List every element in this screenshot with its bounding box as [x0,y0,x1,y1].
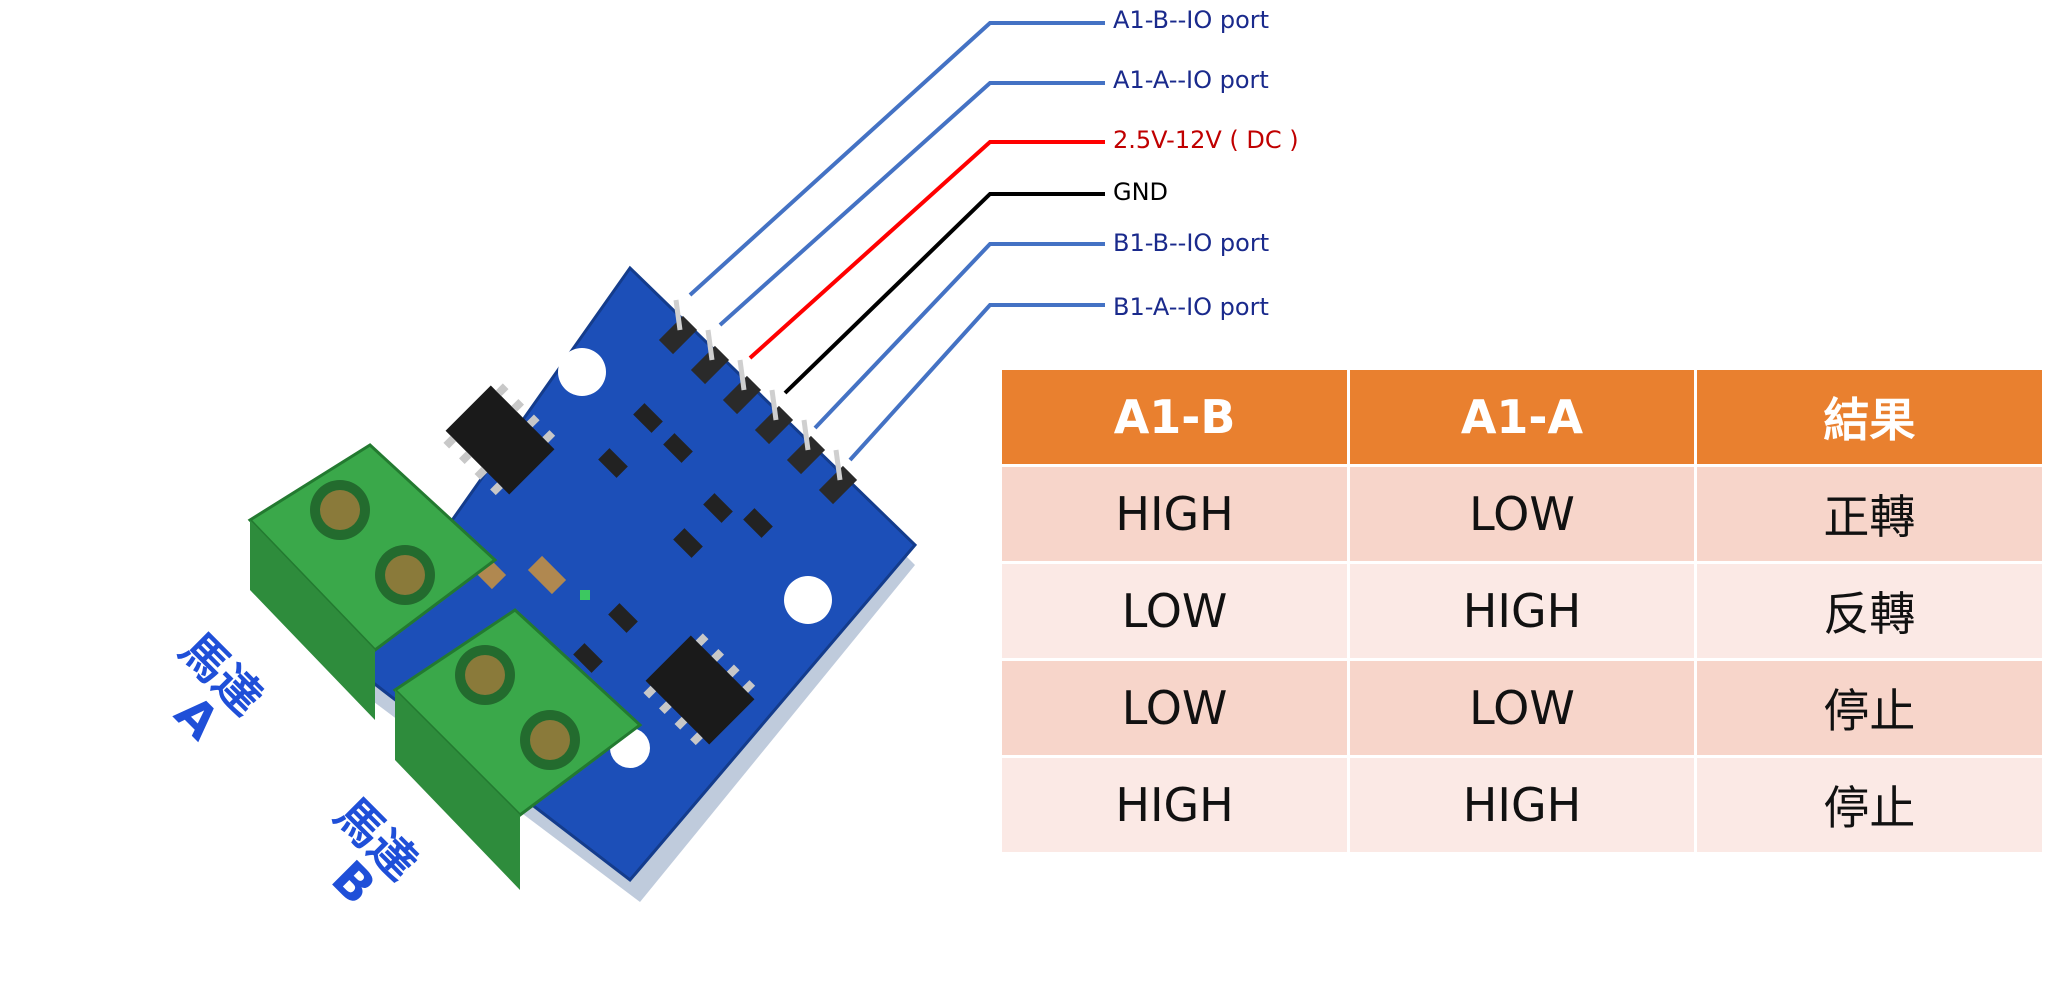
pin-label-b1-a: B1-A--IO port [1113,293,1269,321]
mount-hole [784,576,832,624]
chip-u1 [443,383,556,496]
header-pin-tips [673,299,843,481]
table-row: HIGH LOW 正轉 [1002,465,2042,563]
wire-a1-a [718,81,1105,327]
cell-a1-b: HIGH [1002,465,1349,563]
pin-label-gnd: GND [1113,178,1169,206]
header-a1-b: A1-B [1002,370,1349,466]
pin-label-a1-b: A1-B--IO port [1113,6,1270,34]
cell-a1-a: HIGH [1347,562,1696,660]
header-result: 結果 [1693,370,2042,466]
wire-a1-b [688,21,1105,297]
wire-b1-a [848,303,1105,462]
terminal-block-a [247,443,498,720]
header-a1-a: A1-A [1347,370,1696,466]
cell-a1-b: LOW [1002,562,1349,660]
cell-a1-b: HIGH [1002,756,1349,852]
table-row: HIGH HIGH 停止 [1002,756,2042,852]
header-pins [658,315,858,505]
cell-a1-a: LOW [1347,465,1696,563]
cell-result: 停止 [1693,756,2042,852]
wire-b1-b [813,242,1105,430]
table-header-row: A1-B A1-A 結果 [1002,370,2042,466]
cell-result: 正轉 [1693,465,2042,563]
cell-result: 反轉 [1693,562,2042,660]
pin-label-a1-a: A1-A--IO port [1113,66,1269,94]
cell-a1-a: HIGH [1347,756,1696,852]
mount-hole [558,348,606,396]
table-row: LOW HIGH 反轉 [1002,562,2042,660]
cell-result: 停止 [1693,659,2042,757]
chip-u2 [643,633,756,746]
truth-table: A1-B A1-A 結果 HIGH LOW 正轉 LOW HIGH 反轉 LOW… [1002,370,2042,852]
cell-a1-b: LOW [1002,659,1349,757]
pin-label-vcc: 2.5V-12V ( DC ) [1113,126,1299,154]
terminal-block-b [392,608,643,890]
pin-label-b1-b: B1-B--IO port [1113,229,1270,257]
cell-a1-a: LOW [1347,659,1696,757]
wires [688,21,1105,462]
wire-vcc [748,140,1105,360]
table-row: LOW LOW 停止 [1002,659,2042,757]
wire-gnd [783,192,1105,395]
